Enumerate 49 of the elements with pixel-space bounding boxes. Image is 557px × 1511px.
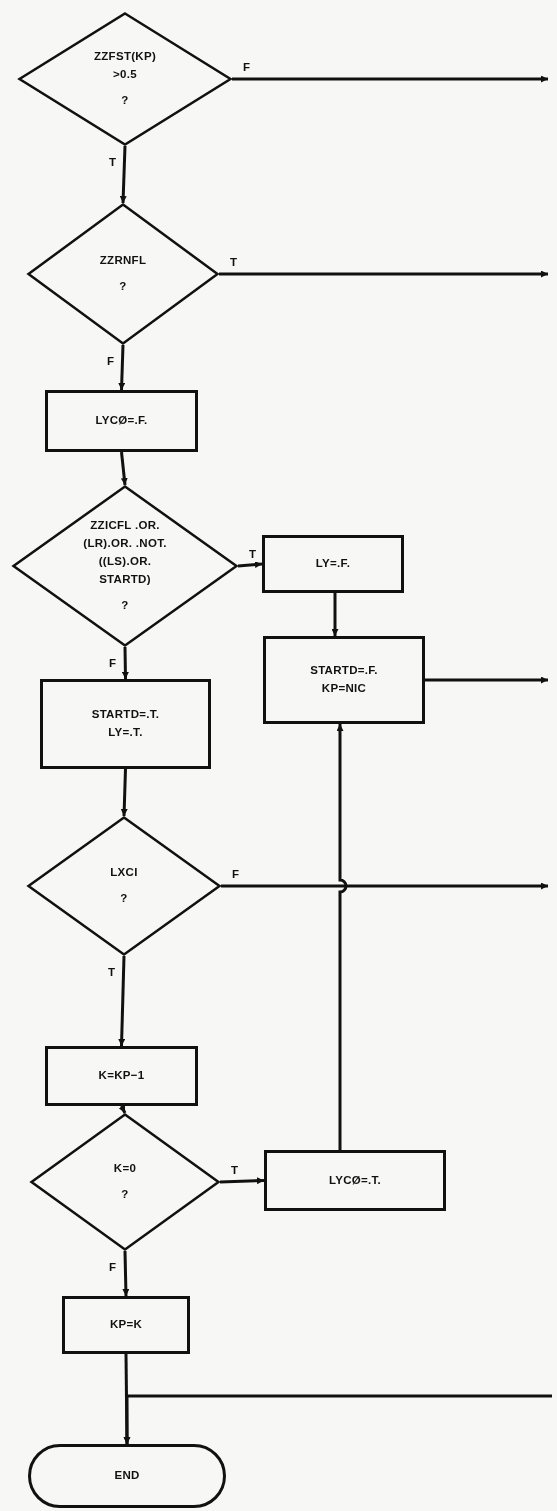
process-box [263,636,425,724]
decision-diamond [30,1113,220,1251]
flow-arrow [123,1354,131,1444]
flow-arrow [118,1105,127,1114]
statement-text: LYCØ=.F. [95,413,148,429]
flow-arrow [336,724,348,1150]
statement-text: K=KP−1 [98,1068,145,1084]
statement-text: KP=K [109,1317,143,1333]
flow-arrow [237,561,263,569]
condition-text: ? [120,891,128,906]
flow-arrow [219,270,548,278]
flow-arrow [123,1394,552,1444]
statement-text: LY=.F. [315,556,351,572]
flow-arrow [120,451,128,486]
condition-text: K=0 [113,1161,137,1177]
flow-arrow [219,1177,265,1185]
flow-arrow [425,676,548,684]
process-box [45,1046,198,1106]
condition-text: ZZFST(KP) >0.5 [92,49,158,83]
condition-text: ? [119,279,127,294]
flow-arrow [118,955,126,1047]
decision-diamond [27,816,221,956]
statement-text: LYCØ=.T. [328,1172,382,1188]
process-box [62,1296,190,1354]
condition-text: ZZRNFL [99,253,147,269]
decision-diamond [18,12,232,146]
process-box [262,535,404,593]
condition-text: ? [121,92,129,108]
condition-text: ? [121,1187,129,1202]
flow-arrow [331,593,339,636]
process-box [45,390,198,452]
condition-text: LXCI [110,865,138,881]
flow-arrow [122,1250,130,1297]
terminal-text: END [114,1468,140,1484]
edge-label: T [248,548,258,562]
statement-text: STARTD=.T. LY=.T. [90,707,161,740]
flow-arrow [119,145,127,204]
condition-text: ? [121,597,129,613]
flow-arrow [118,344,126,391]
flow-arrow [120,768,128,817]
condition-text: ZZICFL .OR.(LR).OR. .NOT.((LS).OR. STARTD) [82,518,168,587]
decision-diamond [12,485,238,647]
flow-arrow [121,646,129,680]
flow-arrow [232,75,548,83]
flow-arrow [221,882,548,890]
decision-diamond [27,203,219,345]
statement-text: STARTD=.F. KP=NIC [309,663,379,696]
process-box [40,679,211,769]
process-box [264,1150,446,1211]
